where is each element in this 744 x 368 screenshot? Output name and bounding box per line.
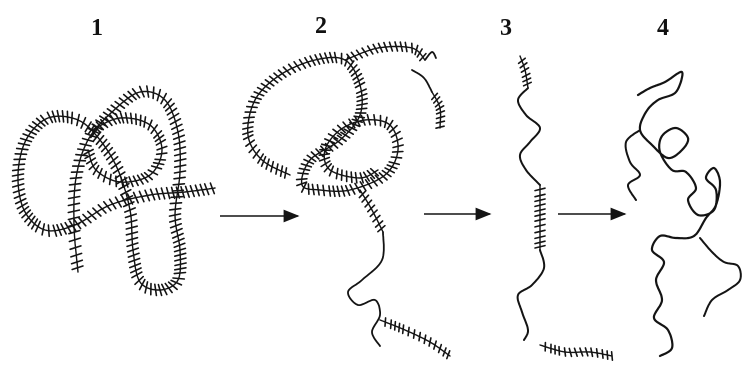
stage-2-loops	[242, 51, 404, 198]
stage-label-1: 1	[91, 15, 103, 41]
stage-4-random-coil	[636, 70, 722, 358]
stage-2-top-arm	[344, 41, 427, 63]
stage-label-3: 3	[500, 15, 512, 41]
stage-2-right-arm	[431, 91, 446, 129]
stage-2-bottom-tail	[379, 317, 451, 360]
stage-3-upper-wiggle	[517, 87, 541, 186]
stage-3-top-helix	[517, 55, 532, 89]
stage-4-left-arm	[624, 129, 641, 201]
stage-label-2: 2	[315, 13, 327, 39]
stage-1-inner-loop	[83, 112, 168, 188]
stage-2-loose-strand	[347, 231, 385, 347]
stage-2-lower-stem	[358, 189, 386, 233]
stage-1-coiled-chain	[11, 85, 216, 297]
stage-2-right-tail	[411, 69, 433, 93]
stage-3-lower-wiggle	[516, 249, 546, 341]
stage-label-4: 4	[657, 15, 669, 41]
stage-3-bottom-helix	[539, 341, 614, 361]
stage-3-middle-helix	[534, 184, 546, 251]
stage-4-right-hook	[699, 237, 742, 317]
stage-2-top-end	[424, 51, 437, 61]
